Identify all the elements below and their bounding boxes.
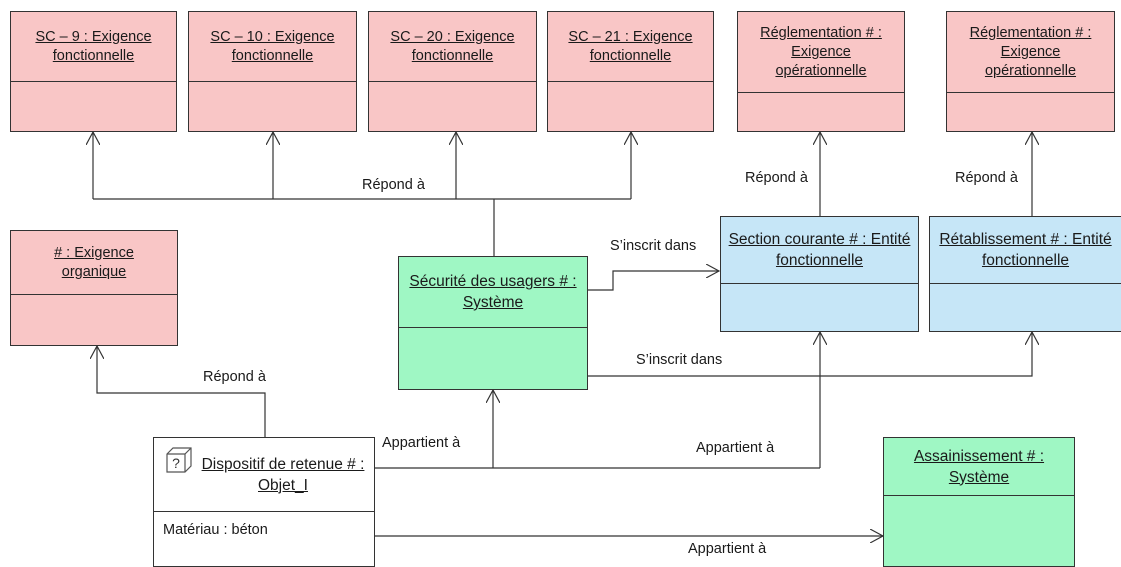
system-title: Assainissement # : Système — [913, 447, 1045, 486]
requirement-title: Réglementation # : Exigence opérationnel… — [760, 24, 882, 79]
requirement-box-reglementation-2[interactable]: Réglementation # : Exigence opérationnel… — [946, 11, 1115, 132]
relation-label-repond-organique: Répond à — [203, 369, 266, 385]
requirement-title: SC – 9 : Exigence fonctionnelle — [35, 28, 152, 64]
relation-label-inscrit-retablissement: S’inscrit dans — [636, 352, 723, 368]
requirement-box-organique[interactable]: # : Exigence organique — [10, 230, 178, 346]
requirement-box-sc9[interactable]: SC – 9 : Exigence fonctionnelle — [10, 11, 177, 132]
requirement-title: SC – 20 : Exigence fonctionnelle — [390, 28, 515, 64]
question-cube-icon: ? — [166, 447, 192, 473]
requirement-box-sc10[interactable]: SC – 10 : Exigence fonctionnelle — [188, 11, 357, 132]
connector-securite-to-section — [588, 271, 719, 291]
entity-title: Section courante # : Entité fonctionnell… — [728, 231, 911, 269]
object-box-dispositif[interactable]: Dispositif de retenue # : Objet_I ? Maté… — [153, 437, 375, 567]
entity-box-section-courante[interactable]: Section courante # : Entité fonctionnell… — [720, 216, 919, 332]
system-title: Sécurité des usagers # : Système — [409, 273, 577, 311]
object-attribute: Matériau : béton — [163, 522, 268, 538]
requirement-title: SC – 10 : Exigence fonctionnelle — [210, 28, 335, 64]
relation-label-inscrit-section: S’inscrit dans — [610, 238, 697, 254]
entity-title: Rétablissement # : Entité fonctionnelle — [939, 231, 1112, 269]
object-title: Dispositif de retenue # : Objet_I — [201, 455, 365, 494]
requirement-title: SC – 21 : Exigence fonctionnelle — [568, 28, 693, 64]
system-box-securite-usagers[interactable]: Sécurité des usagers # : Système — [398, 256, 588, 390]
relation-label-appartient-assainissement: Appartient à — [688, 541, 767, 557]
connector-dispositif-to-organique — [97, 346, 266, 437]
relation-label-repond-reglementation-1: Répond à — [745, 170, 808, 186]
system-box-assainissement[interactable]: Assainissement # : Système — [883, 437, 1075, 567]
requirement-title: # : Exigence organique — [54, 244, 134, 280]
relation-label-repond-reglementation-2: Répond à — [955, 170, 1018, 186]
requirement-box-reglementation-1[interactable]: Réglementation # : Exigence opérationnel… — [737, 11, 905, 132]
connector-securite-to-retablissement — [588, 332, 1032, 377]
svg-text:?: ? — [172, 455, 180, 471]
requirement-title: Réglementation # : Exigence opérationnel… — [969, 24, 1092, 79]
requirement-box-sc20[interactable]: SC – 20 : Exigence fonctionnelle — [368, 11, 537, 132]
entity-box-retablissement[interactable]: Rétablissement # : Entité fonctionnelle — [929, 216, 1121, 332]
requirement-box-sc21[interactable]: SC – 21 : Exigence fonctionnelle — [547, 11, 714, 132]
relation-label-appartient-section: Appartient à — [696, 440, 775, 456]
relation-label-appartient-securite: Appartient à — [382, 435, 461, 451]
relation-label-repond-sc: Répond à — [362, 177, 425, 193]
